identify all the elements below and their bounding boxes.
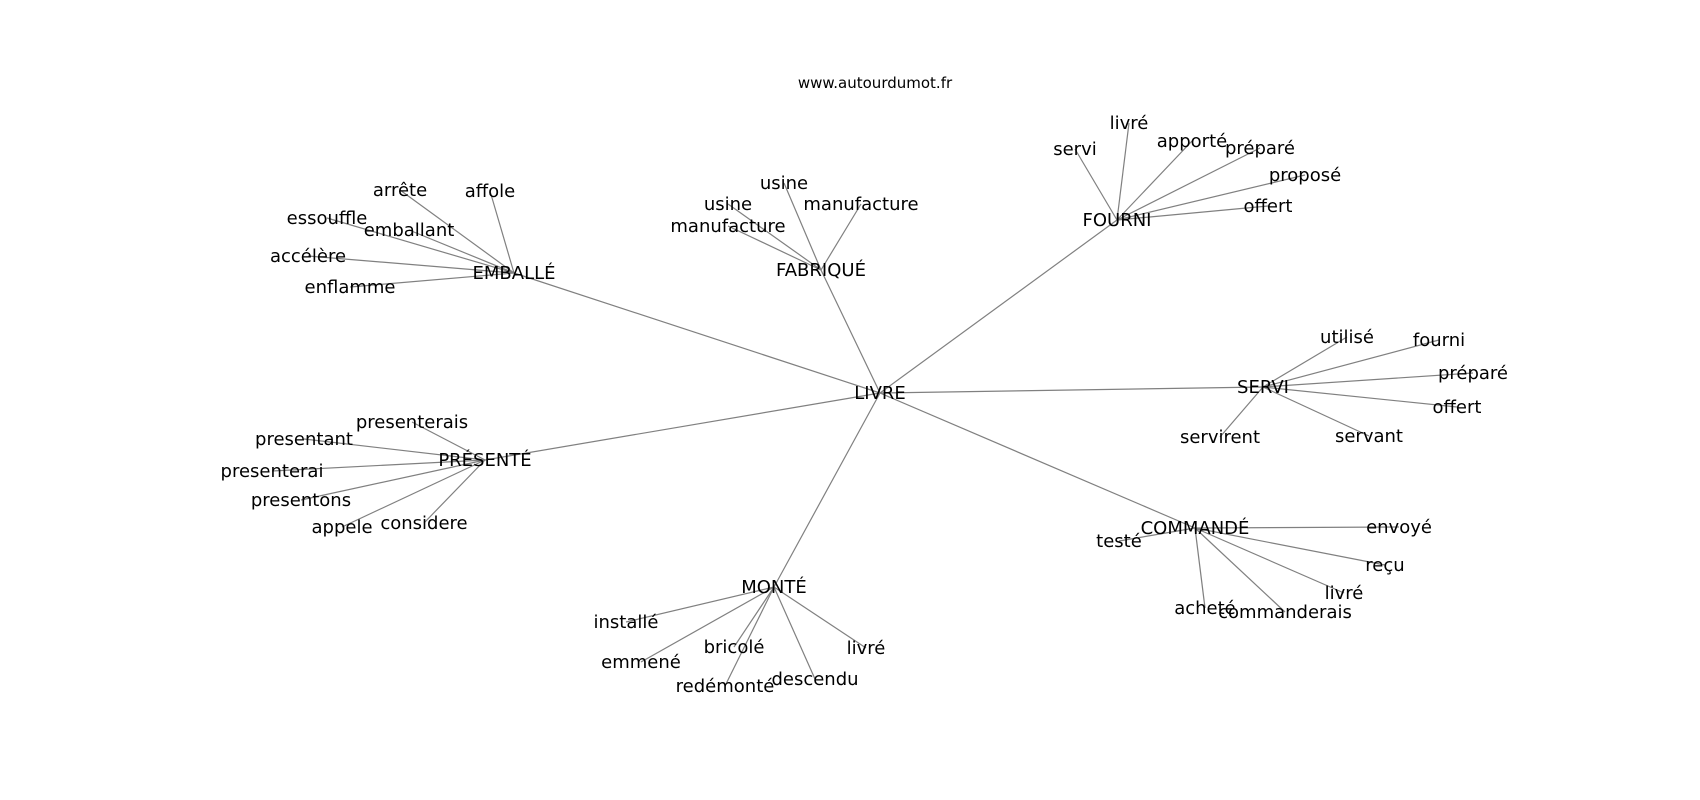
word-node: enflamme <box>305 277 396 298</box>
edge-cluster-to-word <box>1194 527 1386 566</box>
edge-cluster-to-word <box>727 225 822 271</box>
word-node: affole <box>465 181 516 202</box>
word-node: livré <box>1110 113 1149 134</box>
edge-cluster-to-word <box>399 189 515 274</box>
edge-cluster-to-word <box>349 272 515 288</box>
word-node: essouffle <box>287 208 368 229</box>
word-node: préparé <box>1438 363 1508 384</box>
edge-cluster-to-word <box>625 586 775 623</box>
word-node: fourni <box>1413 330 1465 351</box>
edge-cluster-to-word <box>1116 147 1261 221</box>
edge-cluster-to-word <box>1194 527 1206 609</box>
word-node: offert <box>1244 196 1293 217</box>
cluster-node: MONTÉ <box>741 576 807 598</box>
word-node: testé <box>1096 531 1142 552</box>
graph-edges <box>271 122 1474 687</box>
edge-center-to-cluster <box>879 219 1118 394</box>
word-node: presentant <box>255 429 353 450</box>
word-node: redémonté <box>676 676 775 697</box>
word-node: manufacture <box>803 194 918 215</box>
edge-center-to-cluster <box>484 392 881 461</box>
word-node: envoyé <box>1366 517 1432 538</box>
edge-cluster-to-word <box>1194 527 1286 613</box>
edge-center-to-cluster <box>879 386 1264 394</box>
center-node: LIVRE <box>854 383 906 404</box>
edge-cluster-to-word <box>423 459 486 524</box>
cluster-node: SERVI <box>1237 377 1289 398</box>
edge-cluster-to-word <box>1074 148 1118 221</box>
edge-cluster-to-word <box>1116 174 1306 221</box>
graph-labels: LIVRE EMBALLÉ arrête affole essouffleemballa… <box>221 113 1508 697</box>
cluster-node: FOURNI <box>1083 210 1152 231</box>
edge-cluster-to-word <box>1262 339 1440 388</box>
edge-cluster-to-word <box>1194 526 1400 529</box>
edge-cluster-to-word <box>1194 527 1345 594</box>
edge-cluster-to-word <box>1118 527 1196 542</box>
edge-center-to-cluster <box>773 392 881 588</box>
word-node: livré <box>847 638 886 659</box>
word-node: usine <box>704 194 752 215</box>
word-node: apporté <box>1157 131 1227 152</box>
word-node: commanderais <box>1218 602 1352 623</box>
word-node: emballant <box>364 220 455 241</box>
edge-cluster-to-word <box>408 229 515 274</box>
word-node: descendu <box>771 669 858 690</box>
edge-center-to-cluster <box>879 392 1196 529</box>
edge-center-to-cluster <box>513 272 881 394</box>
word-node: manufacture <box>670 216 785 237</box>
edge-cluster-to-word <box>411 421 486 461</box>
cluster-node: FABRIQUÉ <box>776 259 866 281</box>
edge-cluster-to-word <box>640 586 775 663</box>
word-node: offert <box>1433 397 1482 418</box>
cluster-node: COMMANDÉ <box>1141 517 1250 539</box>
edge-cluster-to-word <box>271 459 486 472</box>
edge-cluster-to-word <box>727 203 822 271</box>
edge-cluster-to-word <box>1116 122 1130 221</box>
word-node: emmené <box>601 652 681 673</box>
word-node: appele <box>311 517 372 538</box>
edge-cluster-to-word <box>1262 386 1458 408</box>
edge-cluster-to-word <box>773 586 816 680</box>
edge-cluster-to-word <box>724 586 775 687</box>
edge-cluster-to-word <box>1116 205 1269 221</box>
edge-cluster-to-word <box>1116 140 1193 221</box>
edge-cluster-to-word <box>1219 386 1264 438</box>
word-node: servi <box>1053 139 1097 160</box>
word-node: bricolé <box>704 637 765 658</box>
edge-cluster-to-word <box>489 190 515 274</box>
edge-cluster-to-word <box>303 438 486 461</box>
edge-cluster-to-word <box>341 459 486 528</box>
site-watermark: www.autourdumot.fr <box>798 74 953 92</box>
edge-cluster-to-word <box>300 459 486 501</box>
word-node: arrête <box>373 180 427 201</box>
word-node: livré <box>1325 583 1364 604</box>
edge-cluster-to-word <box>1262 336 1348 388</box>
edge-cluster-to-word <box>783 182 822 271</box>
edge-cluster-to-word <box>733 586 775 648</box>
cluster-node: PRÉSENTÉ <box>438 449 531 471</box>
edge-cluster-to-word <box>326 217 515 274</box>
word-node: installé <box>594 612 659 633</box>
edge-cluster-to-word <box>820 203 862 271</box>
word-node: proposé <box>1269 165 1341 186</box>
word-node: presenterais <box>356 412 468 433</box>
word-node: servirent <box>1180 427 1260 448</box>
cluster-node: EMBALLÉ <box>473 262 556 284</box>
word-node: acheté <box>1174 598 1236 619</box>
word-node: presenterai <box>221 461 324 482</box>
edge-cluster-to-word <box>1262 386 1370 437</box>
word-node: presentons <box>251 490 351 511</box>
word-node: considere <box>380 513 467 534</box>
word-node: usine <box>760 173 808 194</box>
edge-cluster-to-word <box>773 586 867 649</box>
edge-center-to-cluster <box>820 269 881 394</box>
edge-cluster-to-word <box>1262 372 1474 388</box>
word-node: reçu <box>1365 555 1404 576</box>
word-node: accélère <box>270 246 346 267</box>
word-node: utilisé <box>1320 327 1374 348</box>
word-node: servant <box>1335 426 1403 447</box>
edge-cluster-to-word <box>307 255 515 274</box>
word-node: préparé <box>1225 138 1295 159</box>
